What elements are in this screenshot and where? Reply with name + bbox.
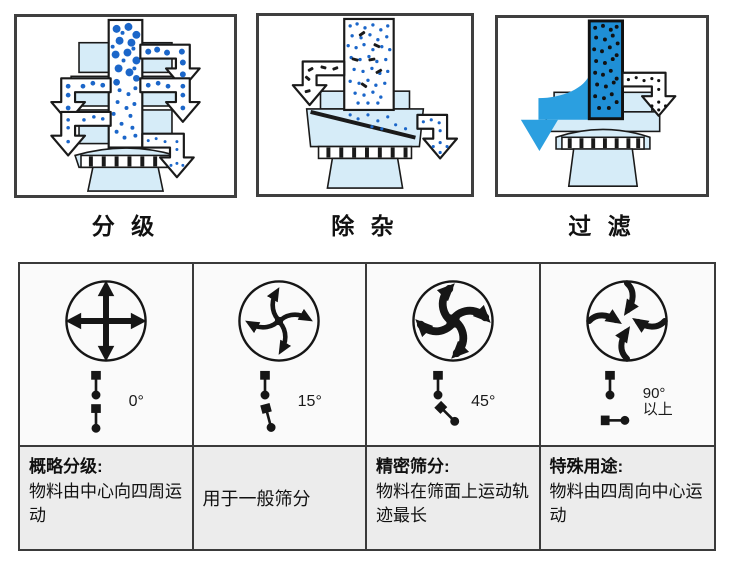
classification-machine-illustration: [50, 18, 201, 192]
desc-cell-special-use: 特殊用途: 物料由四周向中心运动: [540, 447, 714, 549]
motion-cell-15deg: 15°: [193, 264, 367, 447]
classification-diagram-box: [14, 14, 237, 198]
angle-label-45: 45°: [471, 393, 496, 411]
desc-title: 概略分级:: [29, 457, 103, 476]
desc-body: 物料在筛面上运动轨迹最长: [376, 481, 529, 526]
motion-cell-45deg: 45°: [367, 264, 541, 447]
desc-body: 物料由四周向中心运动: [549, 481, 703, 526]
inward-curved-arrows-icon: [586, 280, 669, 362]
angle-pins-90deg-icon: [600, 370, 630, 426]
angle-label-0: 0°: [128, 393, 144, 411]
angle-pins-15deg-icon: [259, 370, 276, 432]
angle-label-90plus: 90° 以上: [642, 384, 673, 419]
four-way-outward-arrows-icon: [64, 280, 147, 362]
filtration-diagram-box: [495, 15, 709, 197]
classification-label: 分 级: [91, 213, 160, 239]
desc-body: 用于一般筛分: [202, 488, 311, 509]
desc-cell-precision-screening: 精密筛分: 物料在筛面上运动轨迹最长: [367, 447, 541, 549]
angle-pins-0deg-icon: [90, 370, 101, 433]
desc-title: 特殊用途:: [549, 457, 624, 476]
angle-label-15: 15°: [297, 393, 322, 411]
desc-cell-rough-classification: 概略分级: 物料由中心向四周运动: [20, 447, 194, 549]
motion-cell-90deg: 90° 以上: [540, 264, 714, 447]
motion-cell-0deg: 0°: [20, 264, 194, 447]
gentle-pinwheel-swirl-icon: [238, 280, 321, 362]
filtration-label: 过 滤: [568, 213, 636, 239]
impurity-removal-diagram-box: [256, 13, 474, 197]
desc-cell-general-screening: 用于一般筛分: [193, 447, 367, 549]
strong-spiral-swirl-icon: [411, 280, 494, 362]
impurity-removal-machine-illustration: [291, 17, 459, 189]
angle-label-90-value: 90°: [642, 384, 666, 402]
motion-pattern-table: 0°: [18, 262, 716, 551]
desc-body: 物料由中心向四周运动: [29, 481, 182, 526]
angle-pins-45deg-icon: [433, 370, 460, 426]
desc-title: 精密筛分:: [376, 457, 450, 476]
angle-label-90-suffix: 以上: [642, 401, 673, 418]
filtration-machine-illustration: [520, 19, 677, 187]
impurity-removal-label: 除 杂: [331, 213, 399, 239]
